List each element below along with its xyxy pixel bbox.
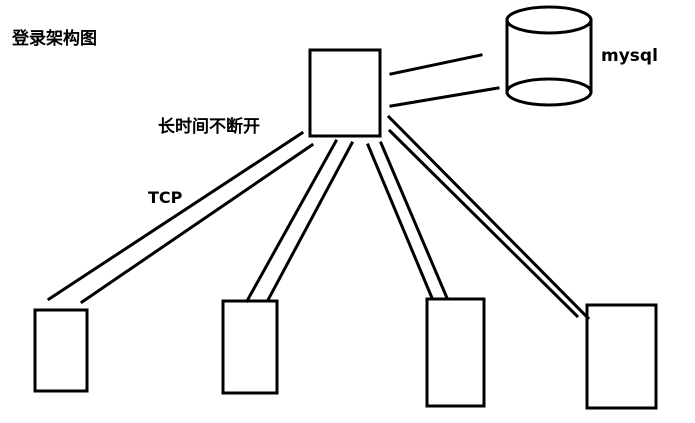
mysql-database-icon — [505, 5, 593, 107]
tcp-link-1 — [46, 130, 315, 305]
tcp-link-3 — [366, 141, 449, 300]
tcp-link-2 — [244, 138, 355, 304]
connection-note: 长时间不断开 — [158, 117, 260, 137]
database-label: mysql — [601, 46, 658, 66]
client-box-1 — [33, 308, 89, 393]
client-box-3 — [425, 297, 486, 408]
server-db-link — [389, 53, 500, 108]
protocol-label: TCP — [148, 188, 183, 207]
client-box-2 — [221, 299, 279, 395]
server-box — [308, 48, 382, 138]
diagram-title: 登录架构图 — [12, 29, 97, 49]
tcp-link-4 — [386, 114, 591, 321]
client-box-4 — [585, 303, 658, 410]
